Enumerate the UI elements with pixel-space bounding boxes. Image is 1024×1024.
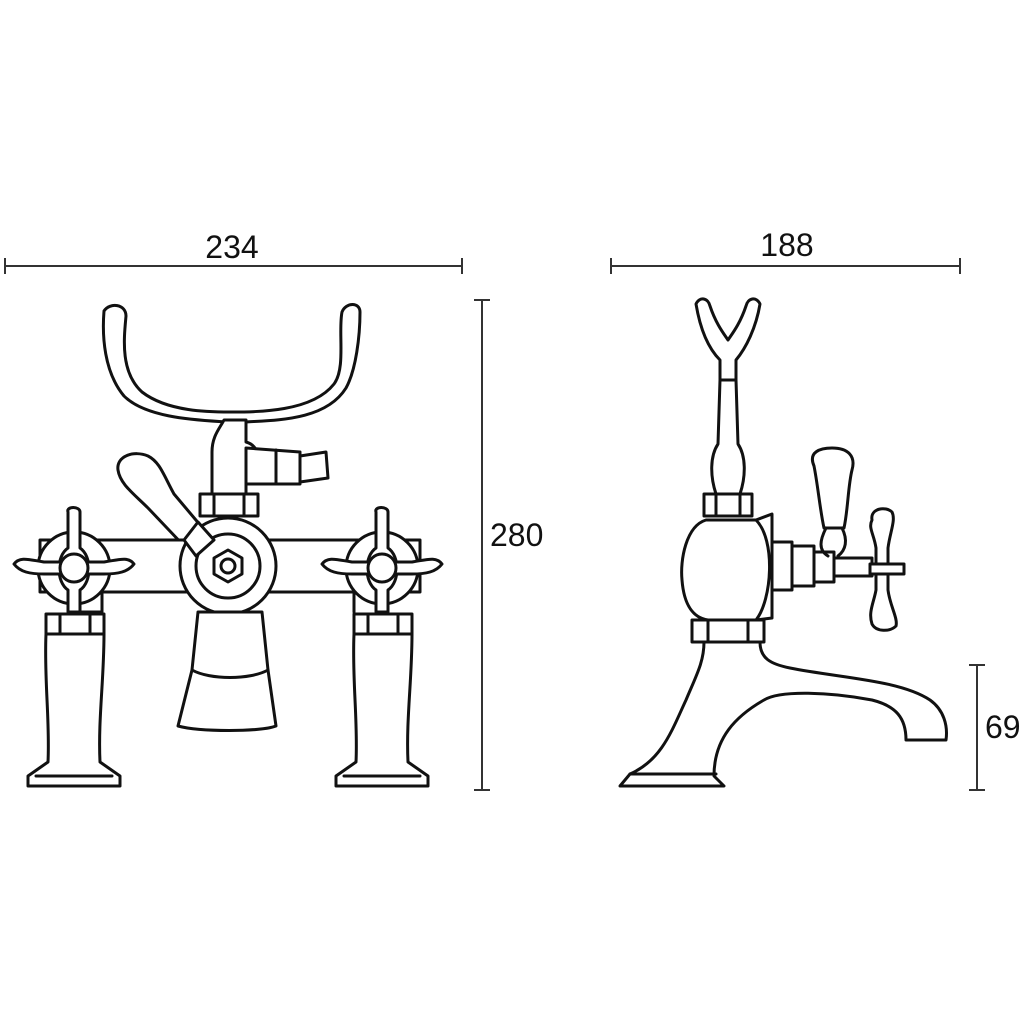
handset-cradle [101,303,362,444]
centre-spout-base [176,668,278,732]
overall-height-label: 280 [490,517,543,553]
side-stem-nut [702,492,754,518]
side-stem [710,378,746,496]
side-diverter-lever [811,446,855,530]
overall-height-dimension: 280 [474,299,543,791]
left-cross-handle [12,506,136,614]
spout-height-label: 69 [985,709,1021,745]
front-view [12,303,444,788]
hose-outlet [244,446,302,486]
side-width-label: 188 [760,227,813,263]
left-leg-nut [44,612,106,636]
front-width-label: 234 [205,229,258,265]
diverter-hex [212,548,244,584]
side-pillar-spout [618,640,948,788]
left-leg [26,632,122,788]
right-cross-handle [320,506,444,614]
spout-height-dimension: 69 [969,664,1021,791]
side-view [618,297,948,788]
diverter-lever [116,452,208,550]
right-leg [334,632,430,788]
stem-nut [198,492,260,518]
side-body [680,518,772,622]
front-width-dimension: 234 [4,229,463,274]
side-connector [770,540,794,592]
side-lower-nut [690,618,766,644]
right-leg-nut [352,612,414,636]
side-width-dimension: 188 [610,227,961,274]
side-cradle-fork [694,297,762,382]
